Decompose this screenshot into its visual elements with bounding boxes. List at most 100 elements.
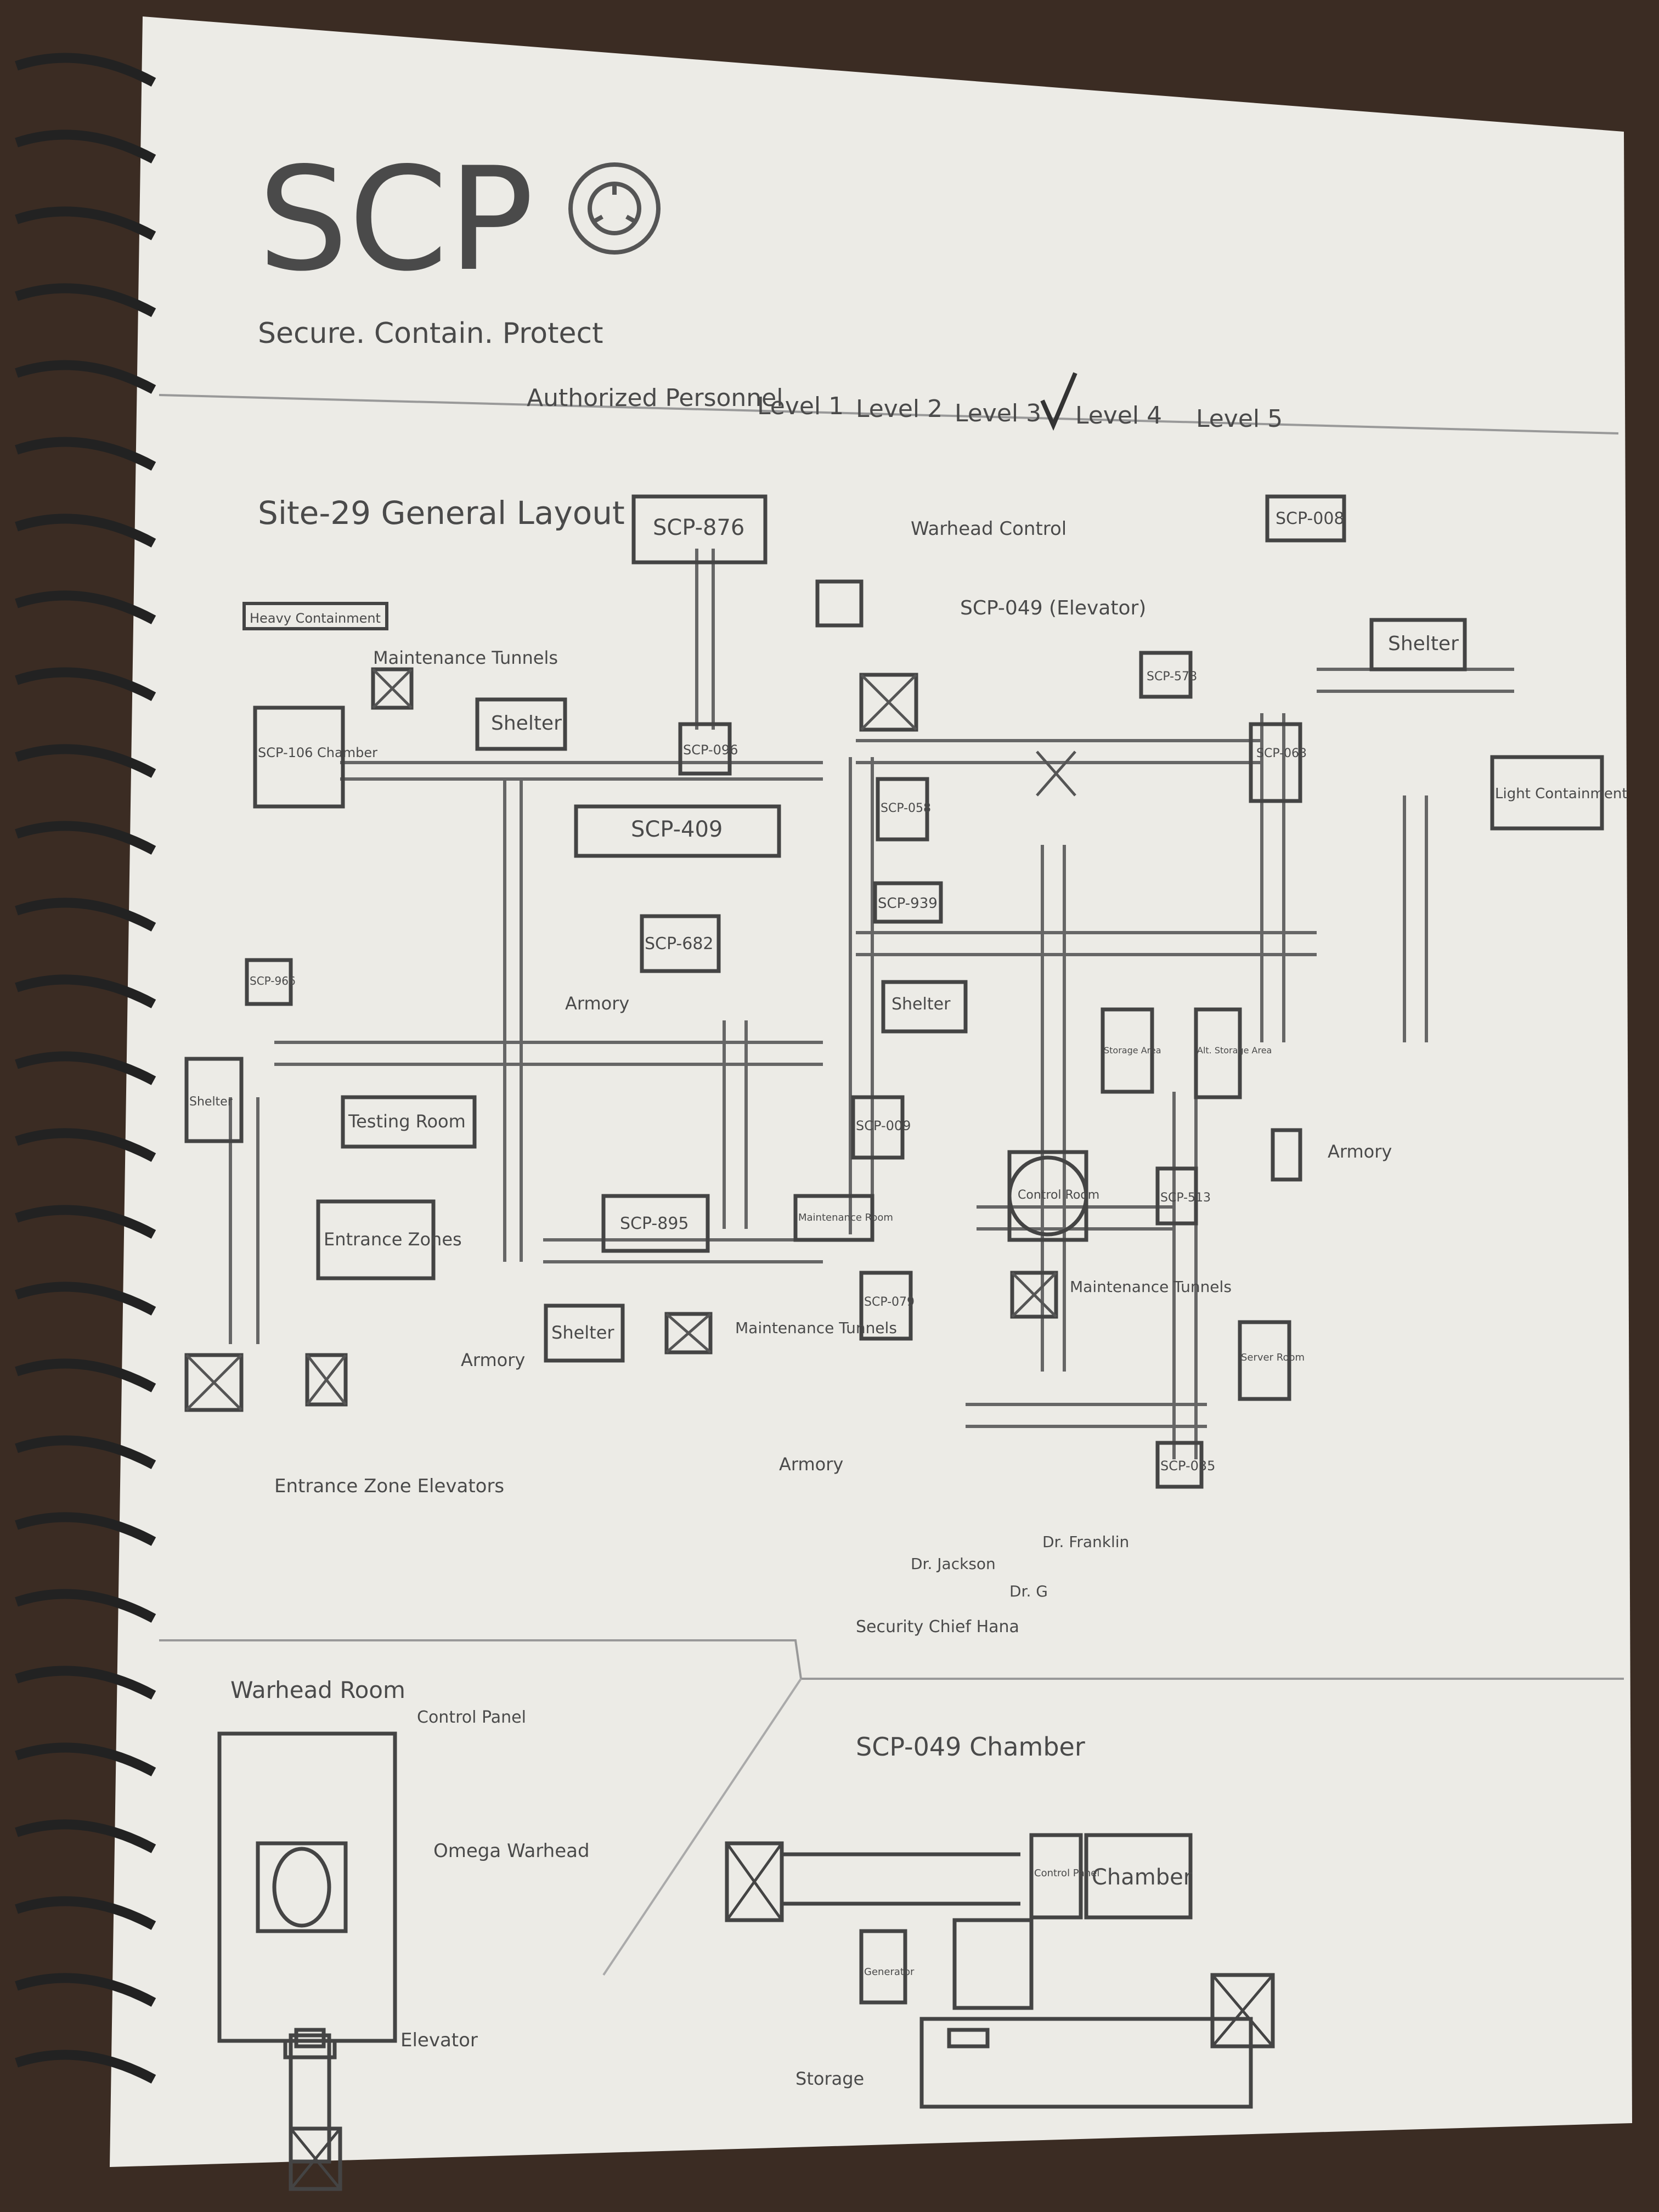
level-5: Level 5 [1196,405,1283,433]
label-scp008: SCP-008 [1276,509,1345,528]
room-scp682 [640,914,721,973]
omega-warhead-label: Omega Warhead [433,1840,590,1862]
room-scp578 [1139,651,1193,699]
room-shelter-3 [544,1304,625,1363]
section-divider [602,1678,802,1976]
label-scp049-elevator: SCP-049 (Elevator) [960,597,1146,619]
room-scp008 [1265,494,1346,543]
label-security-chief: Security Chief Hana [856,1617,1019,1637]
label-shelter-4: Shelter [891,995,951,1014]
scp049-chamber-label: Chamber [1092,1865,1193,1890]
room-scp409 [574,804,781,858]
room-scp876 [631,494,768,565]
scp049-storage-label: Storage [795,2068,864,2089]
room-scp966 [245,958,293,1006]
room-maint-tunnel-3 [1010,1271,1058,1319]
level-1: Level 1 [757,392,844,420]
label-scp578: SCP-578 [1147,670,1197,684]
label-scp063: SCP-063 [1256,747,1307,760]
label-scp939: SCP-939 [878,895,938,912]
room-scp513 [1155,1166,1198,1226]
room-server [1238,1320,1291,1401]
scp049-chamber-drawing [725,1833,1275,2109]
clearance-levels: Level 1 Level 2 Level 3 Level 4 Level 5 [757,392,1283,433]
room-light-containment [1490,755,1604,831]
warhead-room-title: Warhead Room [230,1677,405,1703]
room-maint-room [793,1194,874,1242]
label-warhead-control: Warhead Control [911,518,1066,540]
bottom-divider [159,1639,1624,1680]
room-scp049-elevator [859,673,918,732]
control-room-circle [1007,1155,1088,1237]
elevator-x-marks [185,668,1076,1411]
label-scp682: SCP-682 [645,934,714,953]
header-divider [159,394,1619,435]
corridor-network [229,549,1514,1459]
room-warhead-control [815,579,864,628]
label-armory-3: Armory [779,1454,843,1475]
room-maint-tunnel-2 [371,667,414,710]
label-scp096: SCP-096 [683,742,738,758]
label-entrance-zones: Entrance Zones [324,1229,462,1250]
label-maintenance-tunnels-3: Maintenance Tunnels [1070,1278,1232,1296]
label-shelter-1: Shelter [491,712,562,735]
label-scp895: SCP-895 [620,1214,689,1233]
room-scp058 [876,777,929,842]
heavy-containment-label: Heavy Containment [250,611,381,626]
room-maint-tunnel-1 [664,1312,713,1355]
label-server-room: Server Room [1241,1352,1305,1363]
scp-logo [568,162,661,255]
label-shelter-3: Shelter [551,1322,614,1343]
scp049-generator-label: Generator [864,1966,915,1978]
room-testing [341,1095,477,1149]
label-entrance-zone-elevators: Entrance Zone Elevators [274,1475,504,1497]
label-scp106: SCP-106 Chamber [258,745,377,760]
room-scp096 [678,722,732,776]
room-scp895 [601,1194,710,1253]
room-entrance [316,1199,436,1280]
label-armory-2: Armory [461,1350,525,1370]
room-scp063 [1249,722,1302,803]
scp049-chamber-title: SCP-049 Chamber [856,1732,1085,1762]
warhead-control-panel-label: Control Panel [417,1708,526,1727]
spiral-binding [15,53,156,2084]
warhead-room-drawing [217,1731,397,2191]
label-alt-storage-area: Alt. Storage Area [1197,1045,1272,1056]
map-rooms [184,494,1604,1489]
label-maintenance-room: Maintenance Room [798,1212,893,1223]
room-armory-east [1271,1128,1302,1182]
label-scp058: SCP-058 [881,802,931,815]
label-armory-4: Armory [1328,1141,1392,1162]
label-scp009: SCP-009 [856,1118,911,1133]
site-map-title: Site-29 General Layout [258,494,625,532]
room-alt-storage [1194,1007,1242,1099]
label-dr-g: Dr. G [1009,1582,1048,1600]
room-shelter-1 [475,697,567,751]
label-scp876: SCP-876 [653,515,744,540]
label-scp513: SCP-513 [1160,1191,1211,1205]
label-scp079: SCP-079 [864,1295,915,1309]
level-4: Level 4 [1075,402,1162,430]
clearance-label: Authorized Personnel [527,384,783,412]
level-2: Level 2 [856,395,943,423]
level-3-checkmark [1040,372,1077,431]
label-scp035: SCP-035 [1160,1458,1215,1474]
label-light-containment: Light Containment [1495,786,1628,802]
room-scp939 [873,881,943,924]
scp049-control-panel-label: Control Panel [1034,1867,1099,1879]
label-dr-franklin: Dr. Franklin [1042,1533,1129,1551]
room-shelter-4 [881,980,968,1034]
label-dr-jackson: Dr. Jackson [911,1555,996,1573]
level-3: Level 3 [955,399,1041,427]
room-scp035 [1155,1441,1204,1489]
map-labels: SCP-106 Chamber SCP-876 SCP-096 SCP-409 … [189,509,1628,1637]
label-maintenance-tunnels-2: Maintenance Tunnels [735,1319,897,1337]
page-title: SCP [258,137,534,303]
label-scp409: SCP-409 [631,817,723,842]
label-control-room: Control Room [1018,1188,1099,1202]
room-shelter-5 [1369,618,1467,672]
room-scp009 [851,1095,905,1160]
label-maintenance-tunnels-1: Maintenance Tunnels [373,647,558,668]
room-elevator-1 [184,1353,244,1412]
motto: Secure. Contain. Protect [258,317,603,350]
